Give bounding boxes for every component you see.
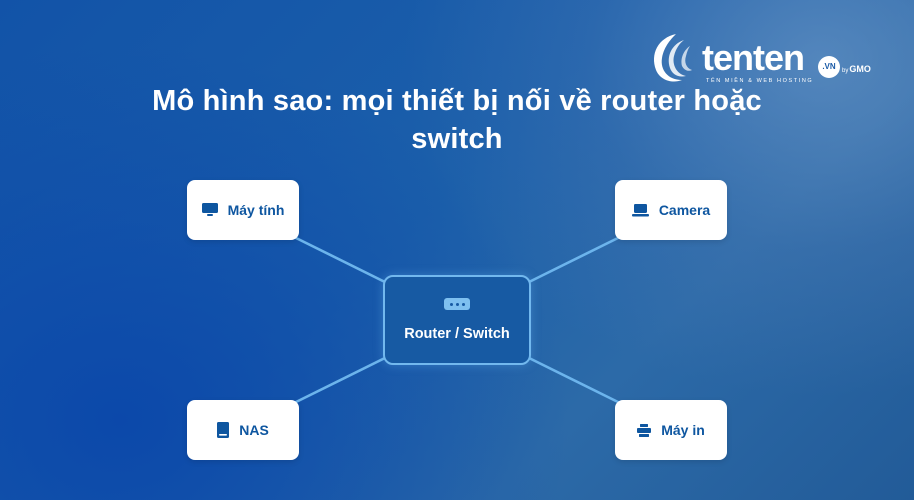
- link-printer-hub: [527, 356, 624, 406]
- logo-domain-badge: .VN: [818, 56, 840, 78]
- nas-drive-icon: [217, 422, 230, 438]
- device-label: Máy in: [661, 422, 705, 438]
- router-switch-hub: Router / Switch: [383, 275, 531, 365]
- link-nas-hub: [290, 356, 387, 406]
- device-card-printer: Máy in: [615, 400, 727, 460]
- logo-wordmark: tenten: [702, 37, 805, 78]
- device-label: NAS: [239, 422, 269, 438]
- logo-by: by: [842, 68, 849, 74]
- tenten-logo: tenten .VN byGMO TÊN MIỀN & WEB HOSTING: [646, 30, 886, 90]
- device-card-camera: Camera: [615, 180, 727, 240]
- router-icon: [444, 298, 470, 310]
- logo-gmo: byGMO: [842, 64, 871, 74]
- device-label: Máy tính: [227, 202, 285, 218]
- logo-swirl-icon: [654, 34, 692, 82]
- link-camera-hub: [527, 234, 624, 284]
- logo-tagline: TÊN MIỀN & WEB HOSTING: [706, 78, 814, 84]
- diagram-title: Mô hình sao: mọi thiết bị nối về router …: [152, 85, 762, 155]
- link-pc-hub: [290, 234, 387, 284]
- device-card-nas: NAS: [187, 400, 299, 460]
- hub-label: Router / Switch: [404, 326, 510, 342]
- printer-icon: [637, 423, 652, 437]
- laptop-icon: [631, 203, 649, 217]
- device-card-pc: Máy tính: [187, 180, 299, 240]
- device-label: Camera: [658, 202, 711, 218]
- monitor-icon: [201, 203, 218, 217]
- logo-gmo-text: GMO: [849, 64, 871, 74]
